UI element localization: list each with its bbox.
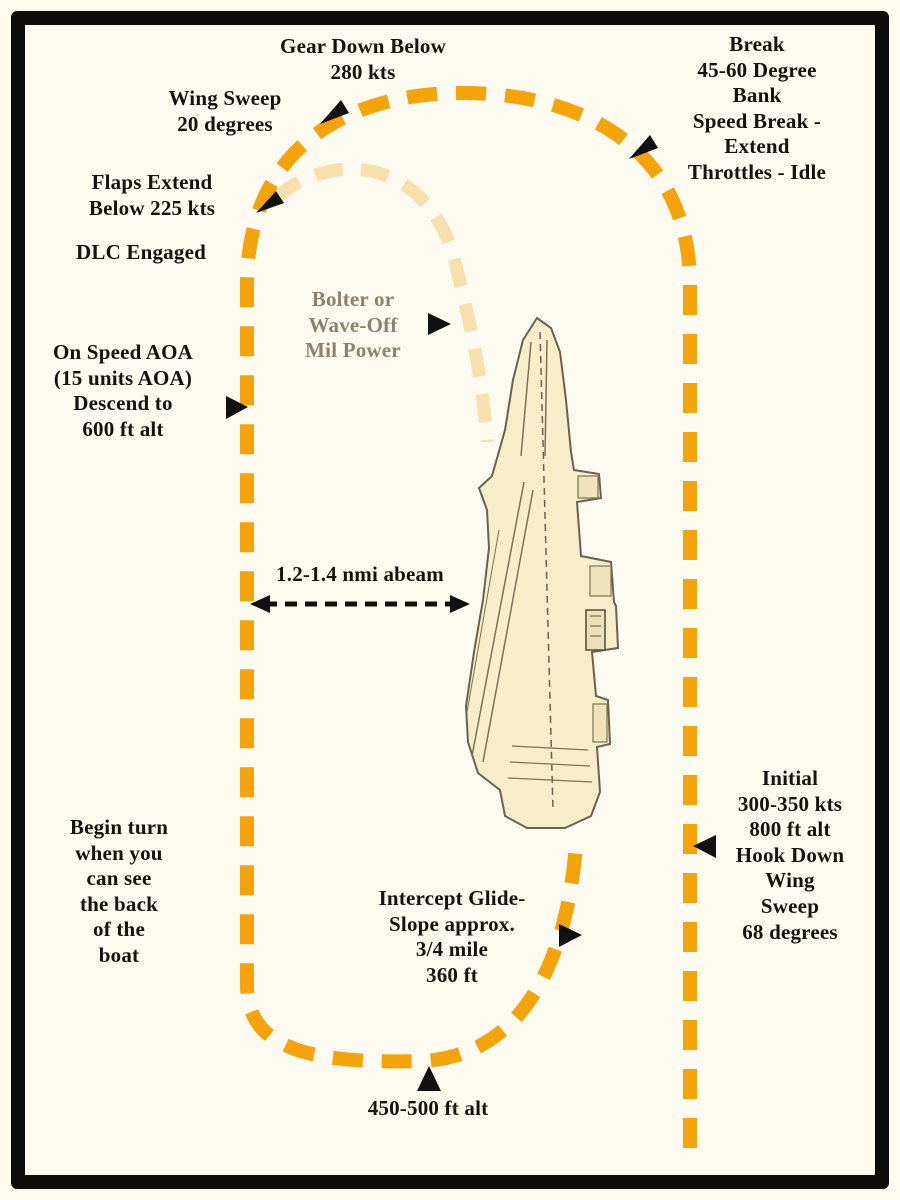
annotation-intercept-glideslope: Intercept Glide- Slope approx. 3/4 mile … bbox=[378, 886, 526, 987]
annotation-begin-turn: Begin turn when you can see the back of … bbox=[69, 815, 169, 968]
bolter-arrow-icon bbox=[428, 313, 451, 335]
annotation-gear-down: Gear Down Below 280 kts bbox=[280, 34, 446, 84]
annotation-flaps-extend: Flaps Extend Below 225 kts bbox=[88, 170, 216, 220]
alt-450-arrow-icon bbox=[417, 1066, 441, 1091]
annotation-wing-sweep: Wing Sweep 20 degrees bbox=[168, 86, 282, 136]
annotation-initial: Initial 300-350 kts 800 ft alt Hook Down… bbox=[735, 766, 845, 944]
initial-arrow-icon bbox=[693, 835, 716, 858]
aircraft-carrier-illustration bbox=[464, 316, 620, 829]
bolter-waveoff-path bbox=[271, 162, 494, 443]
annotation-bolter-waveoff: Bolter or Wave-Off Mil Power bbox=[305, 287, 401, 363]
annotation-abeam-distance: 1.2-1.4 nmi abeam bbox=[276, 562, 444, 586]
annotation-break: Break 45-60 Degree Bank Speed Break - Ex… bbox=[687, 32, 827, 185]
flaps-arrow-icon bbox=[256, 191, 284, 213]
on-speed-arrow-icon bbox=[226, 396, 248, 419]
intercept-arrow-icon bbox=[559, 924, 582, 947]
break-arrow-icon bbox=[629, 135, 658, 159]
annotation-alt-450-500: 450-500 ft alt bbox=[367, 1096, 489, 1120]
annotation-on-speed-aoa: On Speed AOA (15 units AOA) Descend to 6… bbox=[52, 340, 194, 441]
abeam-distance-arrow-icon bbox=[250, 595, 470, 613]
gear-down-arrow-icon bbox=[320, 100, 349, 124]
landing-pattern-path bbox=[240, 85, 697, 1148]
annotation-dlc-engaged: DLC Engaged bbox=[76, 240, 206, 264]
